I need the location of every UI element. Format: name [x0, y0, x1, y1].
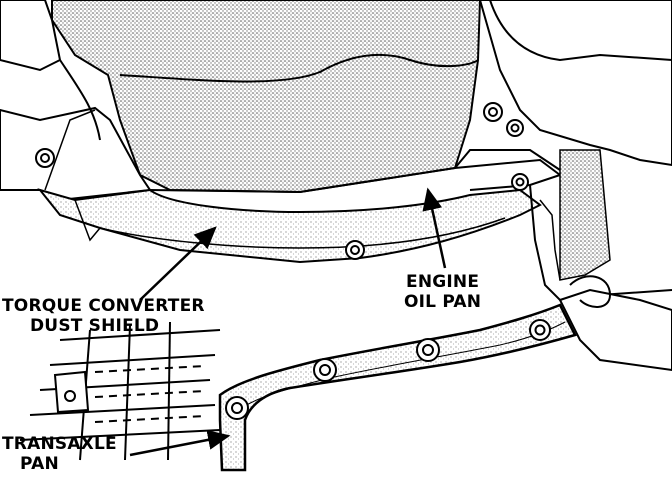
transaxle-pan-flange	[218, 303, 577, 472]
dust-shield-inner-edge	[99, 217, 506, 249]
bolt-icon	[416, 338, 440, 362]
bolts	[35, 102, 551, 420]
label-line: TORQUE CONVERTER	[2, 296, 205, 316]
bolt-icon	[225, 396, 249, 420]
transaxle-pan-flange-inner	[231, 321, 566, 416]
lower-right-plate	[558, 288, 672, 372]
engine-block-contour	[119, 53, 479, 83]
right-bracket-inner	[539, 199, 561, 281]
bolt-icon	[506, 119, 524, 137]
bolt-icon	[511, 173, 529, 191]
right-side-shaded	[559, 149, 611, 281]
bolt-icon	[313, 358, 337, 382]
label-line: OIL PAN	[404, 292, 482, 312]
transaxle-pan-label: TRANSAXLE PAN	[2, 434, 117, 474]
upper-curves	[59, 59, 101, 141]
clamp-loop	[569, 275, 612, 308]
engine-oil-pan-label: ENGINE OIL PAN	[404, 272, 481, 312]
leader-arrow-icon	[139, 226, 217, 301]
right-structure-curve	[489, 0, 672, 62]
transaxle-pan-dashes	[94, 365, 206, 423]
label-line: TRANSAXLE	[2, 434, 117, 454]
bolt-icon	[345, 240, 365, 260]
torque-converter-dust-shield	[37, 188, 542, 264]
bolt-icon	[64, 390, 76, 402]
right-structure	[478, 0, 672, 167]
bolt-icon	[529, 319, 551, 341]
dust-shield-flange	[74, 199, 101, 242]
leader-arrow-icon	[129, 429, 231, 457]
label-line: PAN	[20, 454, 59, 474]
bolt-icon	[483, 102, 503, 122]
left-frame-inner	[44, 109, 96, 191]
leader-arrow-icon	[422, 187, 447, 269]
transaxle-pan-ribs	[19, 321, 221, 461]
label-line: DUST SHIELD	[30, 316, 160, 336]
label-line: ENGINE	[406, 272, 480, 292]
bolt-icon	[35, 148, 55, 168]
left-frame	[0, 106, 152, 202]
torque-converter-dust-shield-label: TORQUE CONVERTER DUST SHIELD	[2, 296, 205, 336]
